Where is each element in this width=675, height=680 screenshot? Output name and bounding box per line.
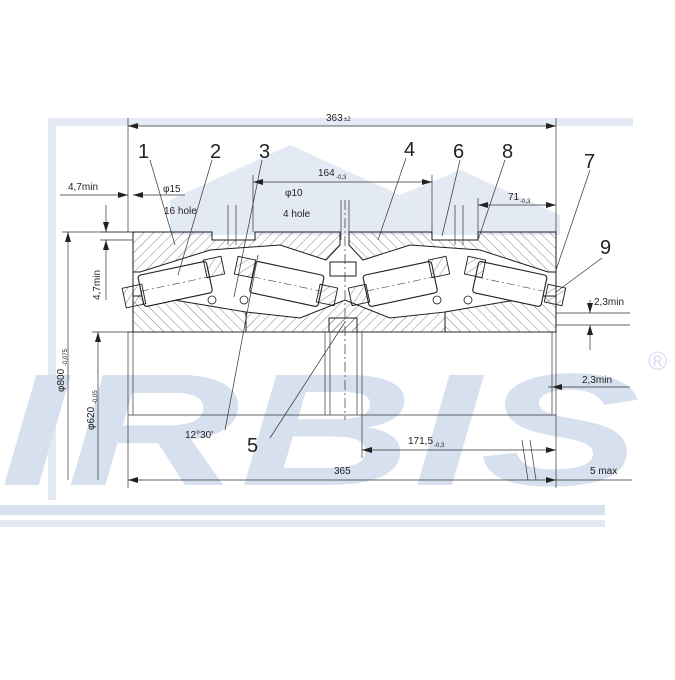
leader-4	[377, 157, 407, 241]
roller-3	[362, 261, 438, 307]
roller-2	[249, 261, 325, 307]
leader-1	[149, 159, 176, 246]
leader-8	[477, 159, 506, 241]
dim-five-max: 5 max	[590, 466, 617, 477]
dim-chamfer-right-top: 2,3min	[594, 297, 624, 308]
callout-7: 7	[584, 151, 595, 173]
dim-hole-d10: φ10	[285, 188, 303, 199]
watermark: IRBIS ®	[0, 118, 667, 527]
leader-2	[177, 159, 213, 276]
dim-hole-16: 16 hole	[164, 206, 197, 217]
roller-4	[472, 261, 548, 307]
dimension-labels: 363 ±2 164 -0,3 71 -0,3 4,7min 4,7min φ1…	[56, 113, 624, 477]
dim-overall-width-tol: ±2	[344, 117, 351, 123]
leader-6	[441, 159, 461, 237]
callout-3: 3	[259, 141, 270, 163]
leader-7	[555, 169, 591, 271]
dim-chamfer-right-bottom: 2,3min	[582, 375, 612, 386]
dim-inner-diameter-tol: -0,05	[93, 390, 99, 404]
dim-total-365: 365	[334, 466, 351, 477]
dim-hole-4: 4 hole	[283, 209, 311, 220]
dim-overall-width: 363	[326, 113, 343, 124]
watermark-brand: IRBIS	[0, 340, 640, 519]
leader-9	[555, 257, 603, 293]
watermark-registered: ®	[648, 346, 667, 376]
dim-outer-diameter: φ800	[56, 368, 67, 392]
dim-hole-d15: φ15	[163, 184, 181, 195]
leader-5	[269, 321, 346, 439]
dim-half-width: 171,5	[408, 436, 433, 447]
dim-inner-width: 164	[318, 168, 335, 179]
callout-1: 1	[138, 141, 149, 163]
callout-8: 8	[502, 141, 513, 163]
leader-3	[233, 159, 263, 298]
callout-6: 6	[453, 141, 464, 163]
outer-cup-left	[132, 231, 341, 273]
callout-9: 9	[600, 237, 611, 259]
dim-inner-diameter: φ620	[86, 406, 97, 430]
mountain-shape	[170, 145, 560, 235]
dim-outer-diameter-tol: -0,075	[63, 348, 69, 366]
dim-angle: 12°30'	[185, 430, 213, 441]
callout-5: 5	[247, 435, 258, 457]
outer-spacer	[329, 261, 357, 277]
dimension-lines	[60, 118, 632, 488]
bearing-body	[121, 200, 567, 420]
dim-chamfer-top-left: 4,7min	[68, 182, 98, 193]
dim-cup-width-tol: -0,3	[520, 199, 531, 205]
dim-inner-width-tol: -0,3	[336, 175, 347, 181]
callout-4: 4	[404, 139, 415, 161]
dim-half-width-tol: -0,3	[434, 443, 445, 449]
callouts: 1 2 3 4 5 6 7 8 9	[138, 139, 611, 457]
dim-cup-width: 71	[508, 192, 520, 203]
outer-cup-right	[348, 231, 557, 273]
callout-2: 2	[210, 141, 221, 163]
cages	[121, 255, 567, 309]
dim-chamfer-side: 4,7min	[92, 270, 103, 300]
